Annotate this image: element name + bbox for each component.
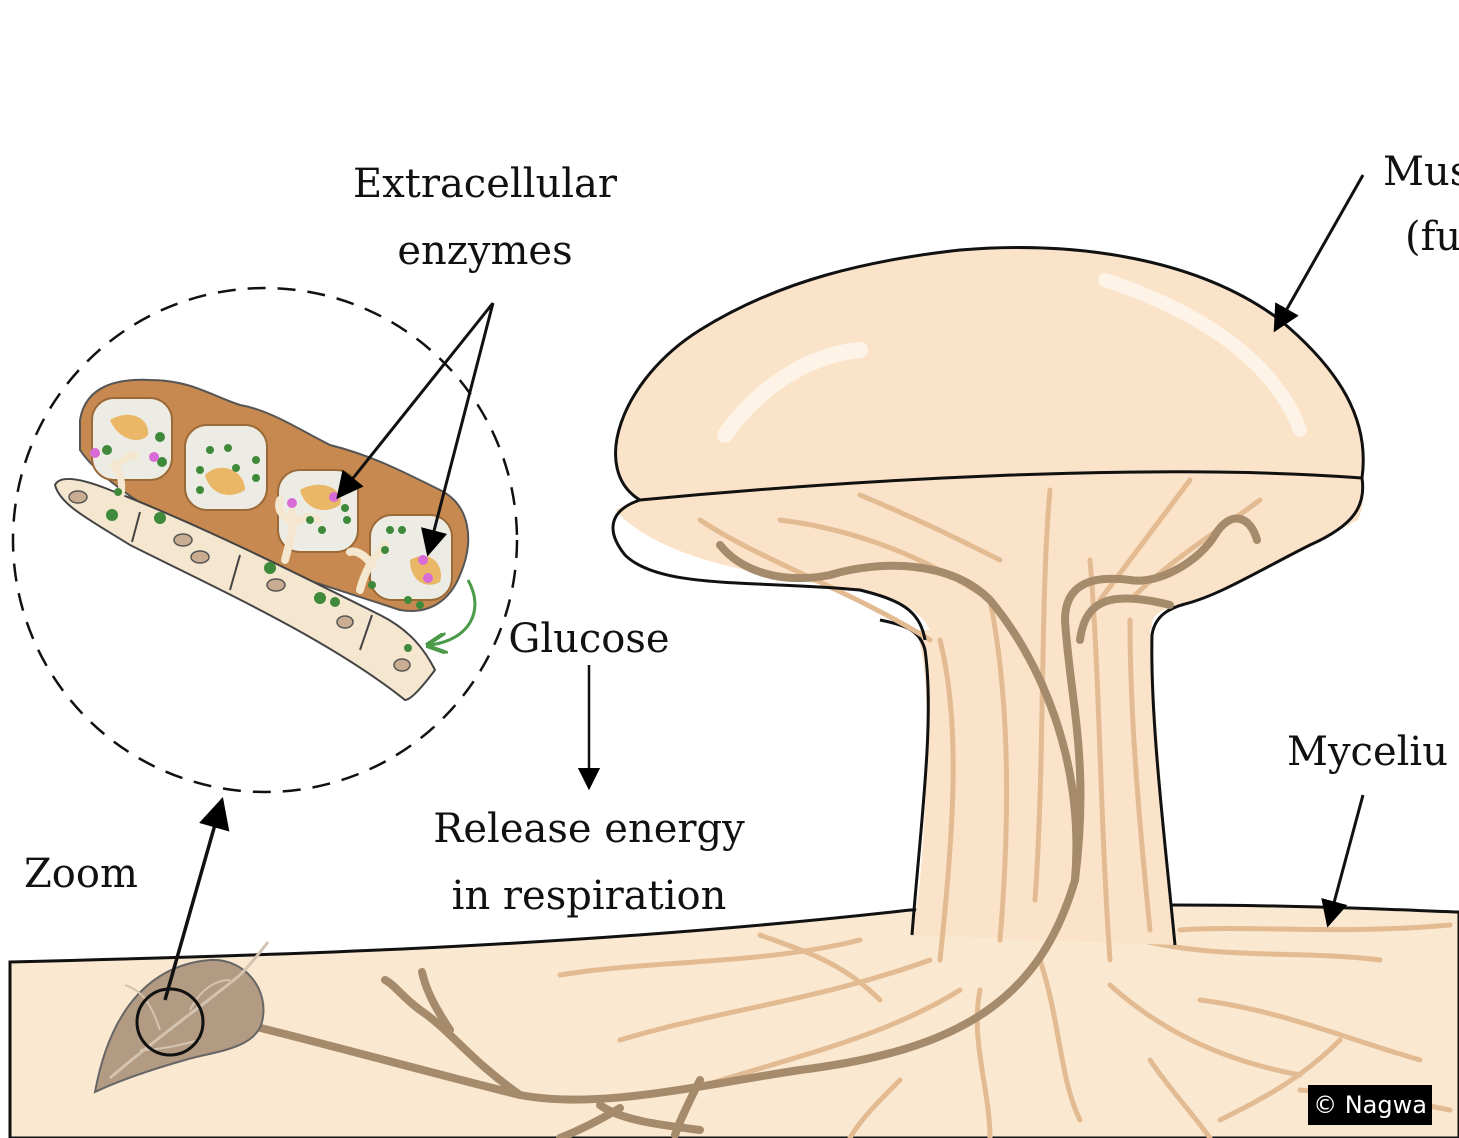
label-release-line2: in respiration — [452, 873, 727, 919]
mushroom-arrow — [1275, 175, 1363, 330]
copyright-badge: © Nagwa — [1308, 1085, 1432, 1125]
label-mushroom-line1: Mus — [1383, 149, 1459, 195]
label-release-line1: Release energy — [433, 806, 745, 852]
enzyme-arrow-1 — [338, 303, 493, 497]
mycelium-arrow — [1328, 795, 1363, 925]
zoom-view — [55, 380, 475, 700]
label-extracellular-line1: Extracellular — [353, 161, 618, 207]
label-glucose: Glucose — [508, 616, 669, 662]
label-mycelium: Myceliu — [1287, 729, 1448, 775]
label-zoom: Zoom — [24, 851, 138, 897]
label-mushroom-line2: (fu — [1405, 214, 1459, 260]
label-extracellular-line2: enzymes — [397, 228, 572, 274]
mushroom-cap — [616, 248, 1364, 500]
